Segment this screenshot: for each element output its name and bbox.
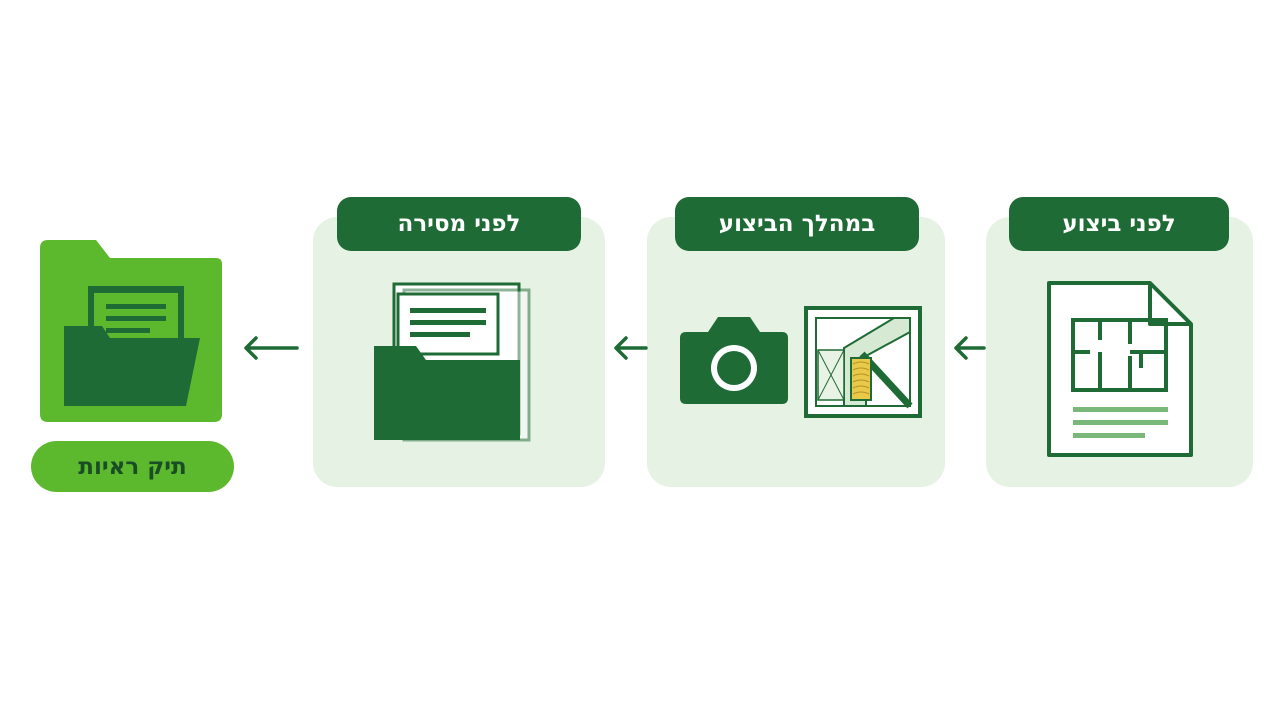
step-label-during-execution: במהלך הביצוע xyxy=(675,197,919,251)
result-label-evidence-file: תיק ראיות xyxy=(31,441,234,492)
left-arrow-icon xyxy=(244,336,299,360)
floor-plan-document-icon xyxy=(1047,281,1193,457)
folder-with-documents-icon xyxy=(374,282,531,442)
camera-icon xyxy=(680,317,788,404)
step-label-before-delivery: לפני מסירה xyxy=(337,197,581,251)
step-label-before-execution: לפני ביצוע xyxy=(1009,197,1229,251)
left-arrow-icon xyxy=(954,336,986,360)
left-arrow-icon xyxy=(614,336,648,360)
construction-photo-icon xyxy=(804,306,922,418)
green-folder-icon xyxy=(40,240,222,422)
